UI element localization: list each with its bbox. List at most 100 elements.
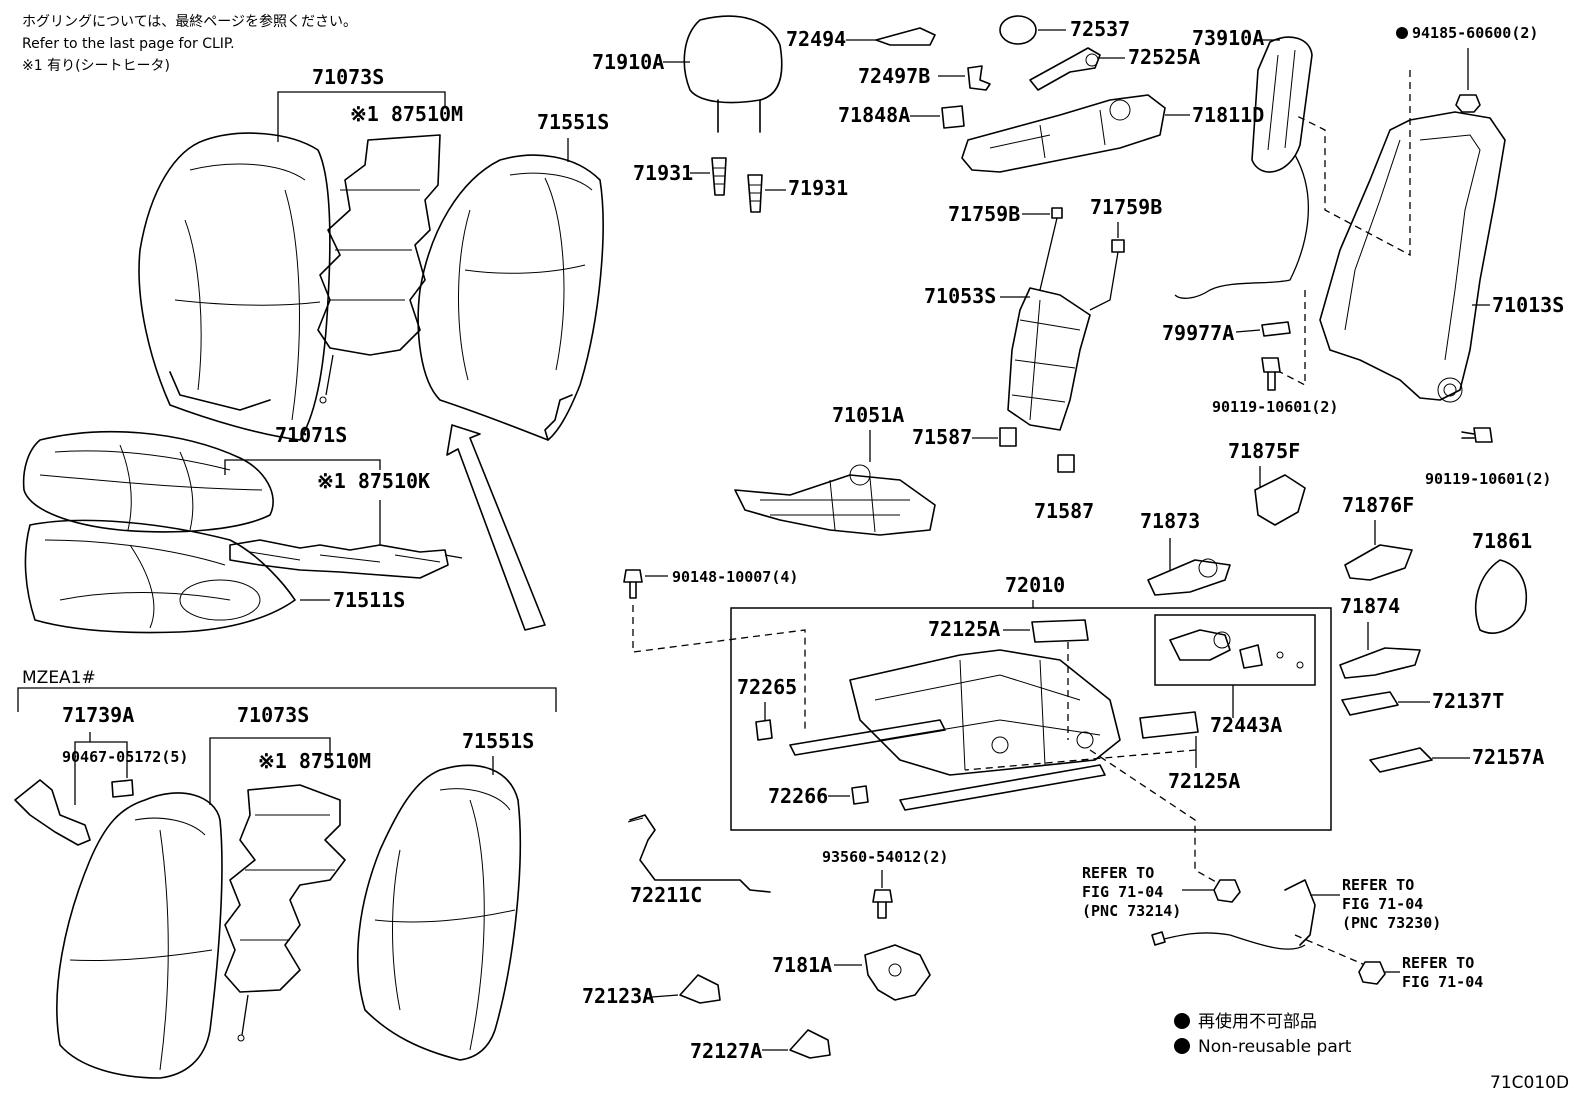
label-73910A[interactable]: 73910A: [1192, 26, 1264, 50]
label-90148[interactable]: 90148-10007(4): [672, 568, 798, 586]
label-71073S-bot[interactable]: 71073S: [237, 703, 309, 727]
lumbar-support-71053S[interactable]: [1007, 287, 1091, 431]
label-79977A[interactable]: 79977A: [1162, 321, 1234, 345]
trim-72494[interactable]: [875, 27, 936, 46]
label-71511S[interactable]: 71511S: [333, 588, 405, 612]
cover-72157A[interactable]: [1369, 747, 1433, 773]
label-90467[interactable]: 90467-05172(5): [62, 748, 188, 766]
label-72525A[interactable]: 72525A: [1128, 45, 1200, 69]
label-72127A[interactable]: 72127A: [690, 1039, 762, 1063]
clip-71587b[interactable]: [1057, 454, 1075, 473]
label-94185[interactable]: 94185-60600(2): [1412, 24, 1538, 42]
spring-assy-71051A[interactable]: [734, 464, 936, 536]
seatback-cover-lower[interactable]: [56, 792, 223, 1079]
label-71073S-top[interactable]: 71073S: [312, 65, 384, 89]
label-71013S[interactable]: 71013S: [1492, 293, 1564, 317]
knob-72537[interactable]: [999, 15, 1037, 45]
label-71848A[interactable]: 71848A: [838, 103, 910, 127]
seat-cushion-pad[interactable]: [24, 519, 296, 634]
heater-element-upper[interactable]: [317, 134, 441, 404]
label-72266[interactable]: 72266: [768, 784, 828, 808]
label-72010[interactable]: 72010: [1005, 573, 1065, 597]
label-90119b[interactable]: 90119-10601(2): [1425, 470, 1551, 488]
label-87510K[interactable]: ※1 87510K: [317, 469, 430, 493]
label-71551S-bot[interactable]: 71551S: [462, 729, 534, 753]
wire-71759Ba[interactable]: [1039, 207, 1063, 291]
label-72211C[interactable]: 72211C: [630, 883, 702, 907]
bracket-7181A[interactable]: [864, 944, 931, 1001]
headrest-support-71931a[interactable]: [711, 157, 727, 196]
label-71873[interactable]: 71873: [1140, 509, 1200, 533]
label-71811D[interactable]: 71811D: [1192, 103, 1264, 127]
cover-72127A[interactable]: [789, 1029, 831, 1059]
label-72443A[interactable]: 72443A: [1210, 713, 1282, 737]
clip-72265[interactable]: [755, 719, 773, 741]
label-93560[interactable]: 93560-54012(2): [822, 848, 948, 866]
label-71910A[interactable]: 71910A: [592, 50, 664, 74]
lever-72525A[interactable]: [1029, 47, 1101, 91]
seatback-pad-upper[interactable]: [417, 154, 604, 441]
cover-71848A[interactable]: [941, 105, 965, 129]
label-72494[interactable]: 72494: [786, 27, 846, 51]
cover-72125Ab[interactable]: [1139, 711, 1199, 739]
label-72157A[interactable]: 72157A: [1472, 745, 1544, 769]
side-airbag-73910A[interactable]: [1174, 36, 1313, 299]
headrest-support-71931b[interactable]: [747, 174, 763, 213]
cover-72123A[interactable]: [679, 974, 721, 1004]
clip-71587a[interactable]: [999, 427, 1017, 447]
cover-71873[interactable]: [1147, 558, 1231, 596]
shield-71811D[interactable]: [961, 94, 1166, 173]
wire-71759Bb[interactable]: [1089, 239, 1125, 311]
motor-72443A[interactable]: [1169, 629, 1304, 669]
cover-71861[interactable]: [1474, 559, 1527, 634]
trim-71875F[interactable]: [1254, 474, 1306, 526]
clip-72497B[interactable]: [967, 65, 991, 91]
label-90119a[interactable]: 90119-10601(2): [1212, 398, 1338, 416]
label-87510M-top[interactable]: ※1 87510M: [350, 102, 463, 126]
label-71876F[interactable]: 71876F: [1342, 493, 1414, 517]
label-71931b[interactable]: 71931: [788, 176, 848, 200]
rod-72211C[interactable]: [627, 814, 771, 893]
bolt-93560[interactable]: [872, 889, 893, 919]
trim-71876F[interactable]: [1344, 544, 1413, 581]
label-71875F[interactable]: 71875F: [1228, 439, 1300, 463]
label-72497B[interactable]: 72497B: [858, 64, 930, 88]
label-71051A[interactable]: 71051A: [832, 403, 904, 427]
seatback-cover-upper[interactable]: [138, 132, 331, 441]
label-72137T[interactable]: 72137T: [1432, 689, 1504, 713]
label-71587b[interactable]: 71587: [1034, 499, 1094, 523]
clip-72266[interactable]: [851, 785, 869, 805]
label-72125Aa[interactable]: 72125A: [928, 617, 1000, 641]
label-72265[interactable]: 72265: [737, 675, 797, 699]
label-72123A[interactable]: 72123A: [582, 984, 654, 1008]
label-71931a[interactable]: 71931: [633, 161, 693, 185]
bolt-90119b[interactable]: [1461, 427, 1493, 443]
seat-cushion-cover[interactable]: [22, 430, 274, 533]
label-71551S-top[interactable]: 71551S: [537, 110, 609, 134]
cover-72125Aa[interactable]: [1031, 619, 1089, 643]
label-71759Ba[interactable]: 71759B: [948, 202, 1020, 226]
headrest-71910A[interactable]: [683, 15, 783, 133]
seatback-frame-71013S[interactable]: [1319, 111, 1506, 403]
heater-element-cushion[interactable]: [229, 500, 463, 579]
bolt-90148[interactable]: [623, 569, 643, 599]
cover-72137T[interactable]: [1341, 691, 1399, 716]
seatback-pad-lower[interactable]: [357, 764, 521, 1061]
label-71053S[interactable]: 71053S: [924, 284, 996, 308]
label-71861[interactable]: 71861: [1472, 529, 1532, 553]
label-71759Bb[interactable]: 71759B: [1090, 195, 1162, 219]
bolt-90119a[interactable]: [1261, 357, 1281, 391]
label-72537[interactable]: 72537: [1070, 17, 1130, 41]
label-71587a[interactable]: 71587: [912, 425, 972, 449]
label-71739A[interactable]: 71739A: [62, 703, 134, 727]
side-trim-71739A[interactable]: [14, 779, 91, 846]
label-71071S[interactable]: 71071S: [275, 423, 347, 447]
label-72125Ab[interactable]: 72125A: [1168, 769, 1240, 793]
label-87510M-bot[interactable]: ※1 87510M: [258, 749, 371, 773]
label-7181A[interactable]: 7181A: [772, 953, 832, 977]
seat-adjuster-frame[interactable]: [789, 649, 1121, 811]
heater-element-lower[interactable]: [224, 784, 346, 1042]
clip-90467[interactable]: [111, 779, 134, 798]
label-plate-79977A[interactable]: [1261, 321, 1291, 337]
nut-94185[interactable]: [1455, 94, 1481, 113]
